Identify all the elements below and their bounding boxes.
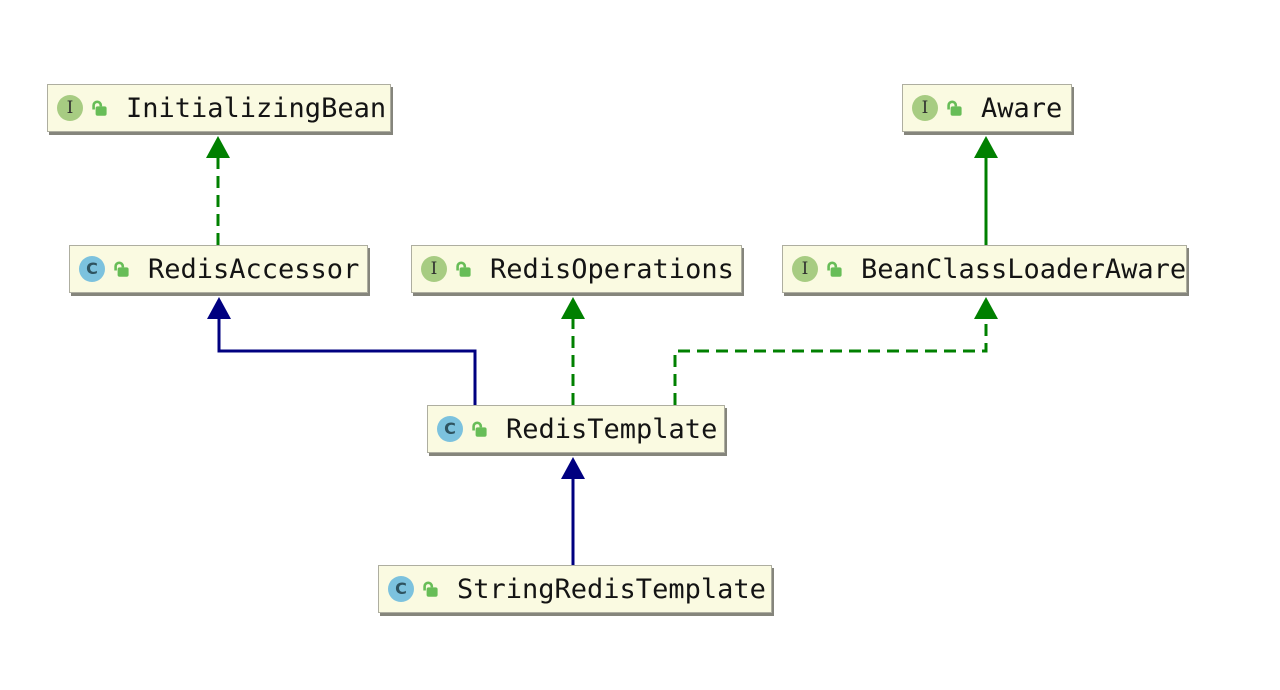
- unlocked-padlock-icon: [92, 100, 107, 116]
- interface-icon: I: [421, 256, 447, 282]
- class-name-label: BeanClassLoaderAware: [861, 253, 1187, 285]
- node-aware[interactable]: I Aware: [902, 84, 1072, 132]
- edge-redisaccessor-implements-initializingbean: [206, 136, 230, 245]
- edge-redistemplate-extends-redisaccessor: [207, 297, 477, 405]
- node-initializing-bean[interactable]: I InitializingBean: [47, 84, 391, 132]
- class-icon: C: [437, 416, 463, 442]
- unlocked-padlock-icon: [947, 100, 962, 116]
- node-bean-class-loader-aware[interactable]: I BeanClassLoaderAware: [782, 245, 1187, 293]
- node-redis-template[interactable]: C RedisTemplate: [427, 405, 725, 453]
- class-name-label: InitializingBean: [126, 92, 387, 124]
- edge-beanclassloaderaware-extends-aware: [974, 136, 998, 245]
- edge-redistemplate-implements-beanclassloaderaware: [673, 297, 998, 405]
- class-name-label: RedisTemplate: [506, 413, 718, 445]
- node-string-redis-template[interactable]: C StringRedisTemplate: [378, 565, 772, 613]
- unlocked-padlock-icon: [423, 581, 438, 597]
- edge-stringredistemplate-extends-redistemplate: [561, 457, 585, 565]
- class-name-label: RedisOperations: [490, 253, 734, 285]
- interface-icon: I: [912, 95, 938, 121]
- class-name-label: RedisAccessor: [148, 253, 360, 285]
- unlocked-padlock-icon: [827, 261, 842, 277]
- class-name-label: StringRedisTemplate: [457, 573, 766, 605]
- class-name-label: Aware: [981, 92, 1063, 124]
- class-icon: C: [388, 576, 414, 602]
- node-redis-accessor[interactable]: C RedisAccessor: [69, 245, 368, 293]
- class-icon: C: [79, 256, 105, 282]
- interface-icon: I: [57, 95, 83, 121]
- edge-redistemplate-implements-redisoperations: [561, 297, 585, 405]
- interface-icon: I: [792, 256, 818, 282]
- unlocked-padlock-icon: [114, 261, 129, 277]
- unlocked-padlock-icon: [472, 421, 487, 437]
- unlocked-padlock-icon: [456, 261, 471, 277]
- node-redis-operations[interactable]: I RedisOperations: [411, 245, 742, 293]
